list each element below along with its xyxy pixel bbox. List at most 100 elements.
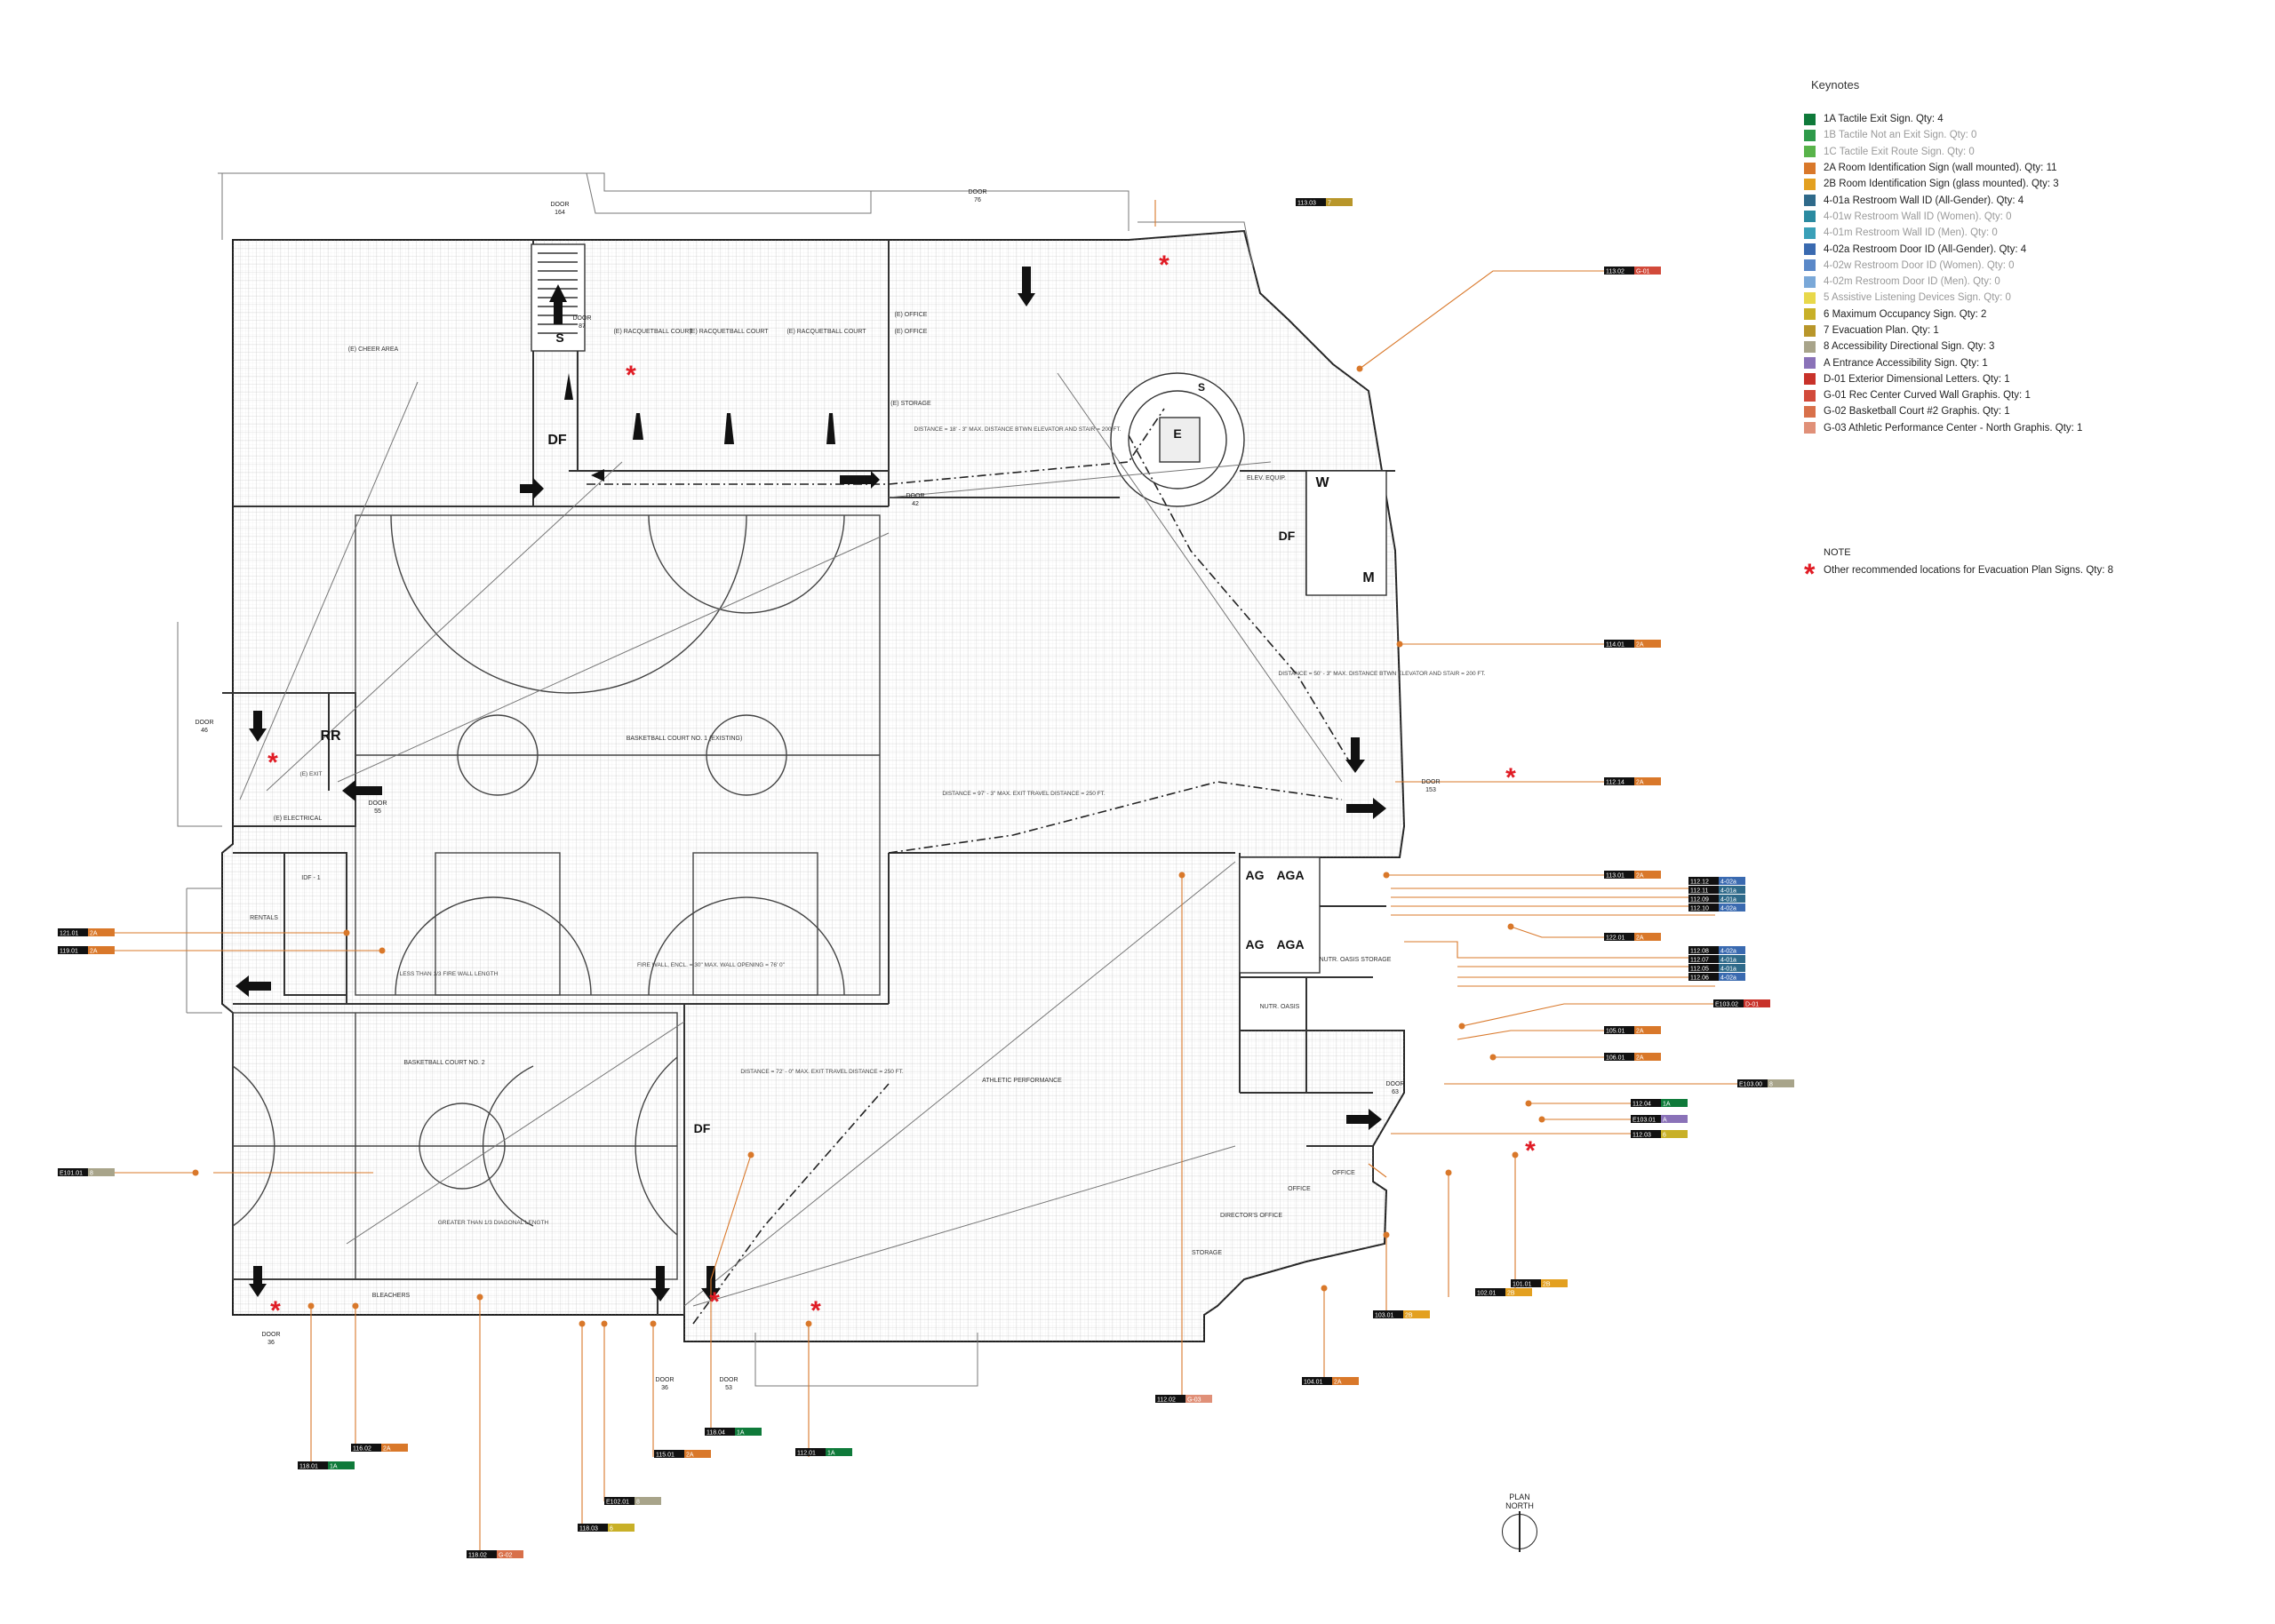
leader-lines [89, 200, 1764, 1555]
room-label-storage-e: (E) STORAGE [890, 401, 931, 407]
legend-swatch [1804, 211, 1816, 223]
sign-tag-code: 101.01 [1513, 1282, 1532, 1288]
sign-tag-code-bg [1688, 886, 1719, 894]
legend-swatch [1804, 308, 1816, 321]
legend-swatch [1804, 373, 1816, 386]
legend-item: G-01 Rec Center Curved Wall Graphis. Qty… [1804, 387, 2231, 403]
sign-tag-key-bg [1185, 1395, 1212, 1403]
legend-swatch [1804, 243, 1816, 256]
annotation-text: DISTANCE = 97' - 3" MAX. EXIT TRAVEL DIS… [942, 791, 1106, 797]
legend-swatch [1804, 162, 1816, 174]
star-marker: * [1505, 763, 1516, 792]
sign-tag-key-bg [1634, 777, 1661, 785]
sign-tag-code-bg [1688, 946, 1719, 954]
sign-tag-code-bg [1302, 1377, 1332, 1385]
sign-tag-key-bg [381, 1444, 408, 1452]
legend-item: 4-01m Restroom Wall ID (Men). Qty: 0 [1804, 225, 2231, 241]
door-label: DOOR [262, 1332, 281, 1338]
room-label-office-e2: (E) OFFICE [895, 329, 928, 335]
room-glyph: DF [694, 1121, 711, 1135]
legend-label: A Entrance Accessibility Sign. Qty: 1 [1824, 357, 1988, 369]
door-number: 63 [1392, 1089, 1399, 1095]
sign-tag-code-bg [1511, 1279, 1541, 1287]
sign-tag-code-bg [1688, 964, 1719, 972]
legend-item: 1A Tactile Exit Sign. Qty: 4 [1804, 111, 2231, 127]
legend-item: 1B Tactile Not an Exit Sign. Qty: 0 [1804, 127, 2231, 143]
room-glyph: RR [320, 728, 341, 744]
note-title: NOTE [1824, 547, 1851, 558]
room-label-idf-1: IDF - 1 [301, 875, 320, 881]
sign-tag-key: 1A [1663, 1102, 1671, 1108]
sign-tag-key: 4-02a [1720, 880, 1736, 886]
legend-item: D-01 Exterior Dimensional Letters. Qty: … [1804, 371, 2231, 387]
annotation-text: DISTANCE = 18' - 3" MAX. DISTANCE BTWN E… [914, 426, 1122, 433]
room-label-elev-equip: ELEV. EQUIP. [1247, 475, 1286, 482]
legend-label: 4-02m Restroom Door ID (Men). Qty: 0 [1824, 276, 2000, 288]
door-tags: DOOR164DOOR76DOOR87DOOR46DOOR55DOOR153DO… [196, 189, 1441, 1391]
sign-tag-code: 112.10 [1690, 906, 1709, 912]
north-label-north: NORTH [1505, 1501, 1534, 1510]
door-number: 87 [579, 323, 586, 330]
sign-tag-code: 103.01 [1375, 1313, 1394, 1319]
sign-tag-code: E103.00 [1739, 1082, 1762, 1088]
sign-tag-key-bg [1661, 1099, 1688, 1107]
door-label: DOOR [656, 1377, 675, 1383]
sign-tag-code-bg [1688, 895, 1719, 903]
sign-tag-code: 118.01 [299, 1464, 318, 1470]
sign-tag-code-bg [1296, 198, 1326, 206]
sign-tag-code: 112.05 [1690, 967, 1709, 973]
sign-tag-code-bg [1604, 933, 1634, 941]
sign-tag-key-bg [1634, 1053, 1661, 1061]
sign-tag-key-bg [735, 1428, 762, 1436]
sign-tag-key-bg [1719, 904, 1745, 912]
sign-tag-key: A [1663, 1118, 1667, 1124]
legend-label: 8 Accessibility Directional Sign. Qty: 3 [1824, 341, 1995, 353]
sign-tag-code: 116.02 [353, 1446, 371, 1453]
door-number: 153 [1425, 787, 1436, 793]
legend-item: 1C Tactile Exit Route Sign. Qty: 0 [1804, 144, 2231, 160]
room-glyph: AG [1246, 937, 1265, 951]
sign-tag-key-bg [1505, 1288, 1532, 1296]
sign-tag-code: E103.02 [1715, 1002, 1738, 1008]
sign-tag-key: 2A [90, 949, 98, 955]
door-label: DOOR [573, 315, 592, 322]
sign-tag-code: 112.08 [1690, 949, 1709, 955]
sign-tag-code: 112.01 [797, 1451, 816, 1457]
room-label-nutr-oasis-storage: NUTR. OASIS STORAGE [1320, 957, 1392, 963]
sign-tag-code: 112.04 [1632, 1102, 1651, 1108]
sign-tag-code-bg [1713, 999, 1744, 1007]
sign-tag-key-bg [1403, 1310, 1430, 1318]
star-marker: * [270, 1296, 281, 1325]
sign-tag-code-bg [1604, 871, 1634, 879]
leader-dots [192, 365, 1545, 1327]
sign-tag-key: 2A [383, 1446, 391, 1453]
sign-tag-code-bg [1604, 1053, 1634, 1061]
annotation-text: GREATER THAN 1/3 DIAGONAL LENGTH [438, 1220, 549, 1226]
sign-tag-key-bg [88, 1168, 115, 1176]
sign-tag-key-bg [1719, 964, 1745, 972]
door-label: DOOR [969, 189, 987, 195]
sign-tag-code-bg [1155, 1395, 1185, 1403]
legend-item: 7 Evacuation Plan. Qty: 1 [1804, 322, 2231, 338]
sign-tag-code: 122.01 [1606, 935, 1625, 942]
door-label: DOOR [551, 202, 570, 208]
legend-label: 4-01w Restroom Wall ID (Women). Qty: 0 [1824, 211, 2012, 222]
legend-item: 4-01a Restroom Wall ID (All-Gender). Qty… [1804, 192, 2231, 208]
note-text: Other recommended locations for Evacuati… [1824, 565, 2113, 576]
legend-label: 4-01a Restroom Wall ID (All-Gender). Qty… [1824, 195, 2024, 206]
